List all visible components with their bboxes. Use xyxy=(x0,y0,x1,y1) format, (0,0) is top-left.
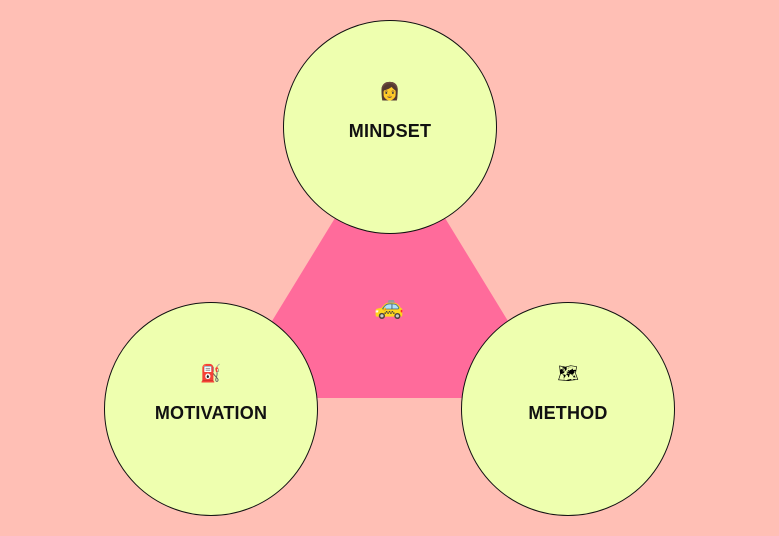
fuel-pump-icon: ⛽ xyxy=(200,364,222,383)
motivation-label: MOTIVATION xyxy=(154,403,268,423)
mindset-label: MINDSET xyxy=(348,121,432,141)
mindset-circle: 👩 MINDSET xyxy=(283,20,497,234)
motivation-circle: ⛽ MOTIVATION xyxy=(104,302,318,516)
person-icon: 👩 xyxy=(379,82,401,101)
center-triangle xyxy=(225,128,555,398)
method-label: METHOD xyxy=(528,403,608,423)
method-circle: 🗺 METHOD xyxy=(461,302,675,516)
map-icon: 🗺 xyxy=(557,364,579,383)
taxi-car-icon: 🚕 xyxy=(374,293,404,320)
